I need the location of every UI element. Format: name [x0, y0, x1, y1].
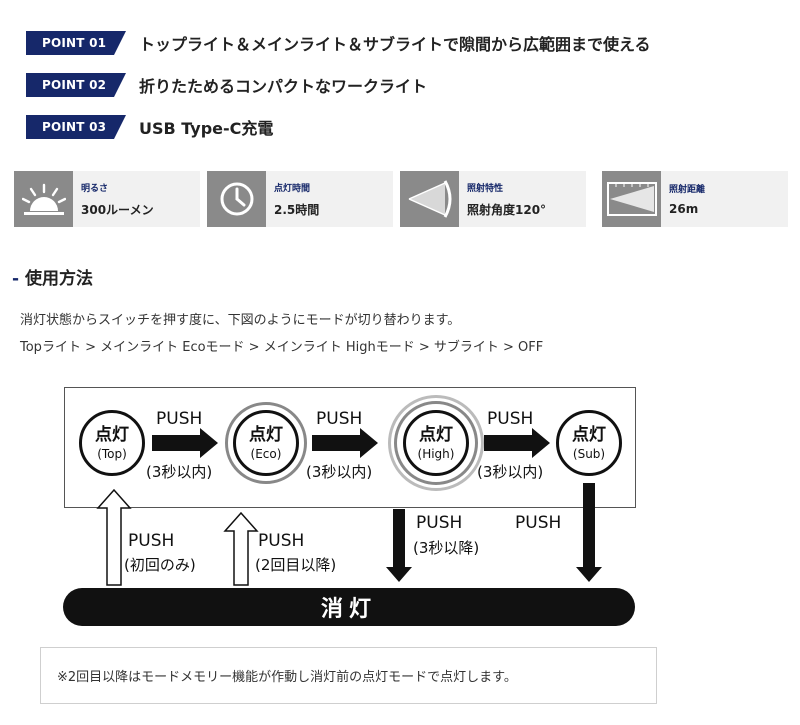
- mode-name: (Top): [97, 446, 127, 461]
- dash-mark: -: [12, 269, 20, 289]
- point-row-1: POINT 01 トップライト＆メインライト＆サブライトで隙間から広範囲まで使え…: [26, 30, 651, 56]
- mode-label: 点灯: [572, 424, 606, 445]
- spec-label: 照射特性: [467, 183, 504, 194]
- point-text: USB Type-C充電: [139, 119, 274, 138]
- push-label: PUSH: [416, 513, 463, 533]
- high-glow-ring-inner: [394, 401, 478, 485]
- spec-value: 照射角度120°: [467, 202, 547, 217]
- spec-label: 明るさ: [81, 183, 109, 194]
- mode-sequence: Topライト > メインライト Ecoモード > メインライト Highモード …: [20, 340, 544, 355]
- hold-label: (3秒以内): [306, 463, 373, 481]
- spec-value: 300ルーメン: [81, 202, 154, 217]
- spec-runtime: 点灯時間 2.5時間: [207, 171, 393, 227]
- note-box: ※2回目以降はモードメモリー機能が作動し消灯前の点灯モードで点灯します。: [40, 647, 657, 704]
- mode-label: 点灯: [95, 424, 129, 445]
- spec-label: 照射距離: [669, 185, 706, 195]
- point-tag: POINT 01: [26, 31, 126, 55]
- high-glow-ring-outer: [388, 395, 484, 491]
- note-text: ※2回目以降はモードメモリー機能が作動し消灯前の点灯モードで点灯します。: [57, 670, 517, 685]
- hold-label: (3秒以内): [477, 463, 544, 481]
- spec-brightness: 明るさ 300ルーメン: [14, 171, 200, 227]
- mode-label: 点灯: [249, 424, 283, 445]
- sun-icon: [14, 171, 73, 227]
- push-label: PUSH: [515, 513, 562, 533]
- point-tag: POINT 02: [26, 73, 126, 97]
- point-tag: POINT 03: [26, 115, 126, 139]
- push-label: PUSH: [316, 409, 363, 429]
- distance-icon: [602, 171, 661, 227]
- usage-description: 消灯状態からスイッチを押す度に、下図のようにモードが切り替わります。: [20, 313, 461, 328]
- second-after-label: (2回目以降): [255, 556, 337, 574]
- mode-name: (Eco): [250, 446, 282, 461]
- spec-value: 26m: [669, 202, 699, 216]
- usage-title: - 使用方法: [12, 264, 93, 289]
- eco-glow-ring: [225, 402, 307, 484]
- spec-value: 2.5時間: [274, 202, 320, 217]
- mode-name: (High): [417, 446, 455, 461]
- point-row-3: POINT 03 USB Type-C充電: [26, 114, 273, 140]
- first-only-label: (初回のみ): [124, 556, 196, 574]
- push-label: PUSH: [258, 531, 305, 551]
- mode-sub: 点灯 (Sub): [556, 410, 622, 476]
- mode-high: 点灯 (High): [403, 410, 469, 476]
- mode-top: 点灯 (Top): [79, 410, 145, 476]
- clock-icon: [207, 171, 266, 227]
- mode-label: 点灯: [419, 424, 453, 445]
- off-bar: 消灯: [63, 588, 635, 626]
- push-label: PUSH: [128, 531, 175, 551]
- spec-label: 点灯時間: [274, 183, 311, 194]
- spec-distance: 照射距離 26m: [602, 171, 788, 227]
- diagram-arrows: [96, 428, 602, 586]
- usage-title-text: 使用方法: [24, 269, 93, 289]
- push-label: PUSH: [487, 409, 534, 429]
- mode-diagram: 点灯 (Top) 点灯 (Eco) 点灯 (High) 点灯 (Sub) PUS…: [60, 385, 640, 630]
- mode-name: (Sub): [572, 446, 606, 461]
- push-label: PUSH: [156, 409, 203, 429]
- point-text: 折りたためるコンパクトなワークライト: [139, 77, 428, 96]
- hold-off-label: (3秒以降): [413, 539, 480, 557]
- mode-eco: 点灯 (Eco): [233, 410, 299, 476]
- hold-label: (3秒以内): [146, 463, 213, 481]
- beam-angle-icon: [400, 171, 459, 227]
- point-text: トップライト＆メインライト＆サブライトで隙間から広範囲まで使える: [139, 35, 651, 54]
- point-row-2: POINT 02 折りたためるコンパクトなワークライト: [26, 72, 427, 98]
- spec-beam: 照射特性 照射角度120°: [400, 171, 586, 227]
